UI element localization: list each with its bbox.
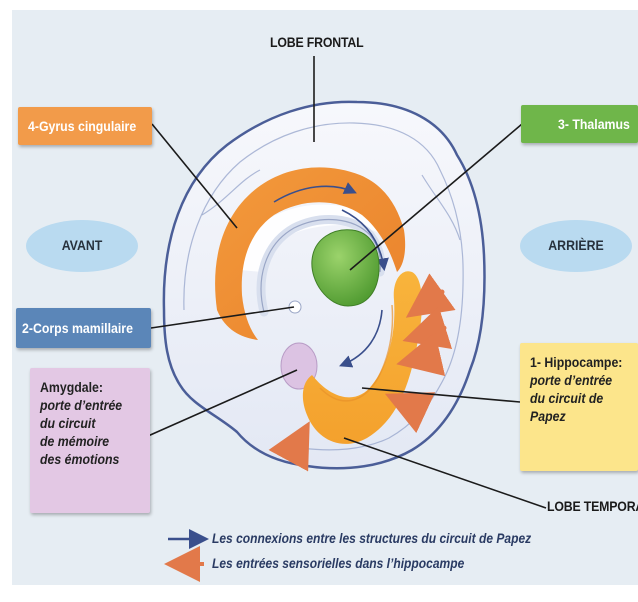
thalamus-box: 3- Thalamus: [521, 105, 638, 143]
leader-lobe-temporal: [343, 437, 547, 509]
hippocampe-line: du circuit de: [530, 390, 604, 406]
avant-label: AVANT: [61, 237, 103, 253]
gyrus-cingulaire-shape: [215, 167, 406, 340]
gyrus-cingulaire-box: 4-Gyrus cingulaire: [18, 107, 152, 145]
fornix-edge: [260, 218, 382, 313]
thalamus-shape: [311, 229, 380, 307]
corps-mamillaire-label: 2-Corps mamillaire: [22, 320, 133, 336]
amygdale-shape: [280, 342, 318, 390]
arriere-label: ARRIÈRE: [548, 237, 604, 253]
avant-oval: [26, 220, 138, 272]
leader-thalamus: [349, 123, 523, 271]
legend-connexions-text: Les connexions entre les structures du c…: [212, 530, 532, 546]
brain-diagram: [26, 56, 632, 582]
sensory-input-arrow: [396, 332, 446, 377]
lobe-temporal-label: LOBE TEMPORAL: [547, 498, 638, 514]
papez-connection-arrow: [341, 209, 389, 272]
thalamus-label: 3- Thalamus: [558, 116, 630, 132]
leader-hippocampe: [361, 387, 521, 403]
arriere-oval: [520, 220, 632, 272]
hippocampe-line: Papez: [530, 408, 566, 424]
hippocampe-line: porte d’entrée: [530, 372, 613, 388]
papez-connection-arrow: [273, 182, 357, 203]
amygdale-line: du circuit: [40, 415, 96, 431]
lobe-frontal-label: LOBE FRONTAL: [270, 34, 364, 50]
amygdale-line: de mémoire: [40, 433, 110, 449]
amygdale-line: porte d’entrée: [40, 397, 123, 413]
amygdale-box: Amygdale: porte d’entrée du circuit de m…: [30, 368, 150, 513]
sensory-input-arrow: [384, 392, 436, 434]
leader-gyrus: [151, 123, 238, 229]
diagram-canvas: AVANT ARRIÈRE LOBE FRONTAL LOBE TEMPORAL…: [12, 10, 638, 585]
hippocampe-title: 1- Hippocampe:: [530, 354, 623, 370]
amygdale-title: Amygdale:: [40, 379, 103, 395]
papez-connection-arrow: [339, 309, 383, 368]
corps-mamillaire-box: 2-Corps mamillaire: [16, 308, 151, 348]
brain-sulcus: [421, 174, 461, 241]
sensory-input-arrow: [268, 421, 310, 472]
gyrus-cingulaire-label: 4-Gyrus cingulaire: [28, 118, 137, 134]
hippocampe-box: 1- Hippocampe: porte d’entrée du circuit…: [520, 343, 638, 471]
amygdale-line: des émotions: [40, 451, 120, 467]
legend-entrees-text: Les entrées sensorielles dans l’hippocam…: [212, 555, 465, 571]
hippocampe-inner: [319, 304, 394, 402]
leader-corps: [150, 306, 295, 329]
brain-sulcus: [201, 169, 261, 216]
leader-amygdale: [147, 369, 298, 437]
